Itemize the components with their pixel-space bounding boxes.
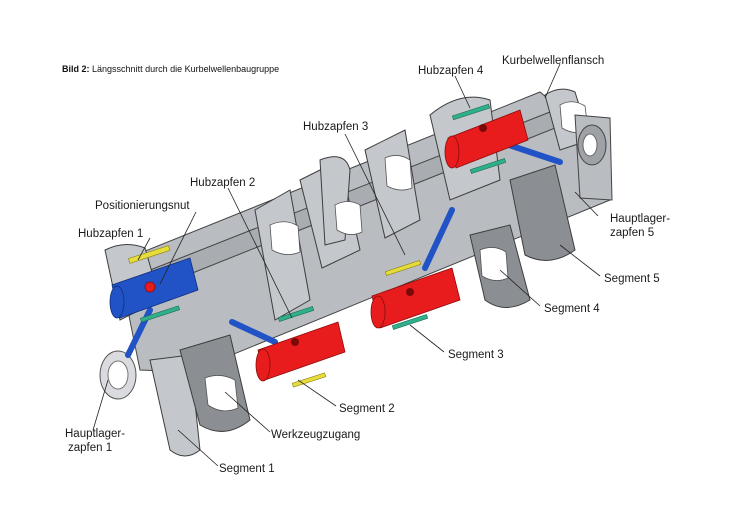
label-hubzapfen-1: Hubzapfen 1 bbox=[78, 228, 143, 240]
label-hauptlager-1-line2: zapfen 1 bbox=[68, 442, 112, 454]
label-segment-5: Segment 5 bbox=[604, 273, 660, 285]
label-segment-1: Segment 1 bbox=[219, 463, 275, 475]
figure-caption: Bild 2: Längsschnitt durch die Kurbelwel… bbox=[62, 64, 279, 74]
label-hauptlager-5-line1: Hauptlager- bbox=[610, 213, 670, 225]
label-positionierungsnut: Positionierungsnut bbox=[95, 200, 190, 212]
label-hauptlager-5-line2: zapfen 5 bbox=[610, 227, 654, 239]
tool-access-holes bbox=[204, 101, 589, 412]
label-hubzapfen-2: Hubzapfen 2 bbox=[190, 177, 255, 189]
label-segment-2: Segment 2 bbox=[339, 403, 395, 415]
label-werkzeugzugang: Werkzeugzugang bbox=[271, 429, 360, 441]
label-kurbelwellenflansch: Kurbelwellenflansch bbox=[502, 55, 604, 67]
main-bearing-journal-5 bbox=[574, 114, 613, 201]
crank-pins bbox=[109, 109, 529, 382]
caption-prefix: Bild 2: bbox=[62, 64, 90, 74]
label-hauptlager-1-line1: Hauptlager- bbox=[65, 428, 125, 440]
part-labels: Kurbelwellenflansch Hubzapfen 4 Hubzapfe… bbox=[65, 55, 670, 475]
label-hubzapfen-4: Hubzapfen 4 bbox=[418, 65, 484, 77]
label-segment-3: Segment 3 bbox=[448, 349, 504, 361]
caption-text: Längsschnitt durch die Kurbelwellenbaugr… bbox=[92, 64, 280, 74]
main-bearing-journal-1 bbox=[99, 350, 137, 400]
label-hubzapfen-3: Hubzapfen 3 bbox=[303, 121, 368, 133]
label-segment-4: Segment 4 bbox=[544, 303, 600, 315]
leader-lines bbox=[92, 63, 601, 467]
